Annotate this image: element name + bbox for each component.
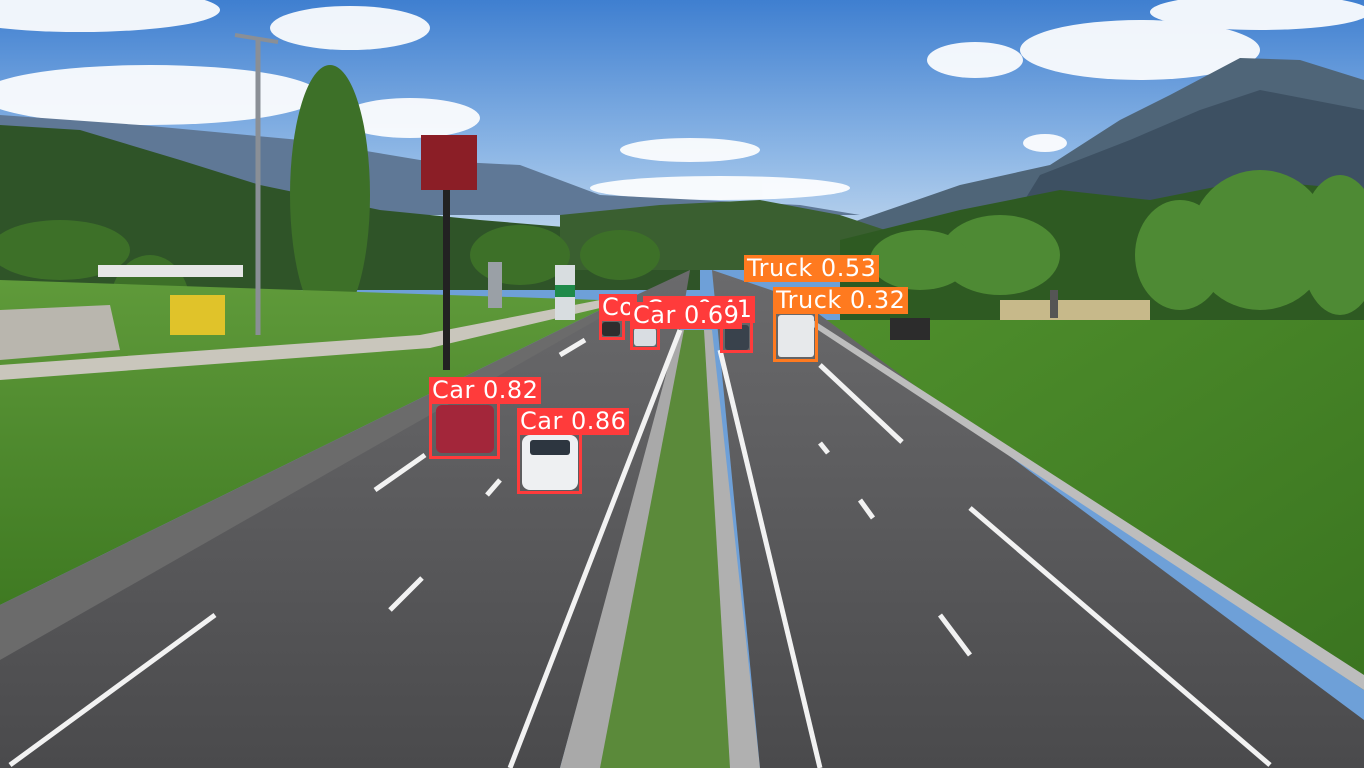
detection-label: Car 0.82 <box>429 377 542 404</box>
guardrail-right <box>806 318 1364 690</box>
service-canopy <box>98 265 243 277</box>
detection-box-truck: Truck 0.53 <box>744 255 880 286</box>
detection-label: Car 0.86 <box>517 408 630 435</box>
vehicles <box>436 315 814 490</box>
small-car <box>634 328 656 346</box>
detection-label: Truck 0.32 <box>773 287 909 314</box>
road-right <box>712 270 1364 768</box>
station-sign-band <box>555 285 575 297</box>
parked-truck <box>170 295 225 335</box>
detection-box-car: Car 0.69 <box>630 302 743 350</box>
detection-box-car: Co <box>599 294 638 340</box>
median-curb-right <box>704 330 760 768</box>
light-pole <box>234 33 279 335</box>
white-truck <box>778 315 814 357</box>
service-road <box>0 300 600 380</box>
dark-car <box>725 325 749 350</box>
detection-box-car: Car 0.82 <box>429 377 542 459</box>
median-curb-left <box>560 330 684 768</box>
roadside-post <box>1050 290 1058 318</box>
clouds <box>0 0 1364 200</box>
median <box>590 330 735 768</box>
lane-markings-right <box>717 349 1272 768</box>
detection-box-truck: Truck 0.32 <box>773 287 909 362</box>
service-area-pavement <box>0 305 120 360</box>
far-car <box>602 322 620 336</box>
detection-label: Car 0.69 <box>630 302 743 329</box>
detection-label: Truck 0.53 <box>744 255 880 282</box>
white-car-window <box>530 440 570 455</box>
roadside-sign <box>890 318 930 340</box>
detection-box-car: Car 0.86 <box>517 408 630 494</box>
sign-pole-2 <box>488 262 502 308</box>
field-right <box>1000 300 1150 320</box>
red-car <box>436 405 494 453</box>
trees-right <box>870 170 1364 315</box>
billboard <box>421 135 477 370</box>
lane-markings-left <box>8 329 683 768</box>
